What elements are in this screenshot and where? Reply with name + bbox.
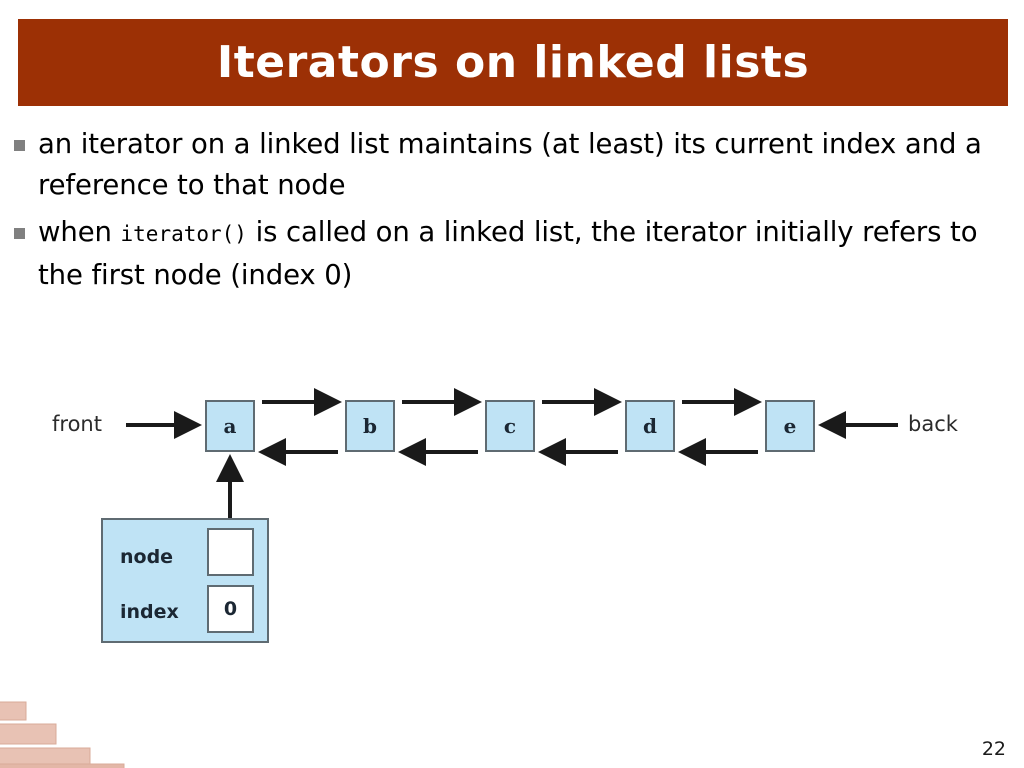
page-title: Iterators on linked lists [216,36,810,88]
list-item: an iterator on a linked list maintains (… [14,124,1004,206]
bullet-list: an iterator on a linked list maintains (… [14,124,1004,302]
list-node-label: b [363,414,377,438]
iterator-index-field-label: index [120,601,179,623]
iterator-index-value: 0 [223,598,238,620]
list-node-c: c [485,400,535,452]
bullet-2-text-part1: when [38,216,121,248]
bullet-text: an iterator on a linked list maintains (… [38,124,1004,206]
iterator-index-slot: 0 [207,585,254,633]
square-bullet-icon [14,140,25,151]
inline-code-iterator: iterator() [120,222,247,246]
list-node-e: e [765,400,815,452]
bullet-text: when iterator() is called on a linked li… [38,212,1004,296]
list-node-label: a [223,414,237,438]
list-node-b: b [345,400,395,452]
bullet-2-text-part2: is called on a linked list, the iterator… [38,216,978,291]
list-node-label: e [783,414,797,438]
iterator-node-slot [207,528,254,576]
bullet-1-text: an iterator on a linked list maintains (… [38,128,982,201]
back-label: back [908,412,958,436]
list-node-a: a [205,400,255,452]
slide-title-bar: Iterators on linked lists [18,19,1008,106]
page-number: 22 [981,738,1006,760]
square-bullet-icon [14,228,25,239]
list-node-label: d [643,414,657,438]
list-node-label: c [503,414,517,438]
decorative-steps-graphic [0,701,125,768]
list-item: when iterator() is called on a linked li… [14,212,1004,296]
list-node-d: d [625,400,675,452]
front-label: front [52,412,102,436]
iterator-node-field-label: node [120,546,174,568]
